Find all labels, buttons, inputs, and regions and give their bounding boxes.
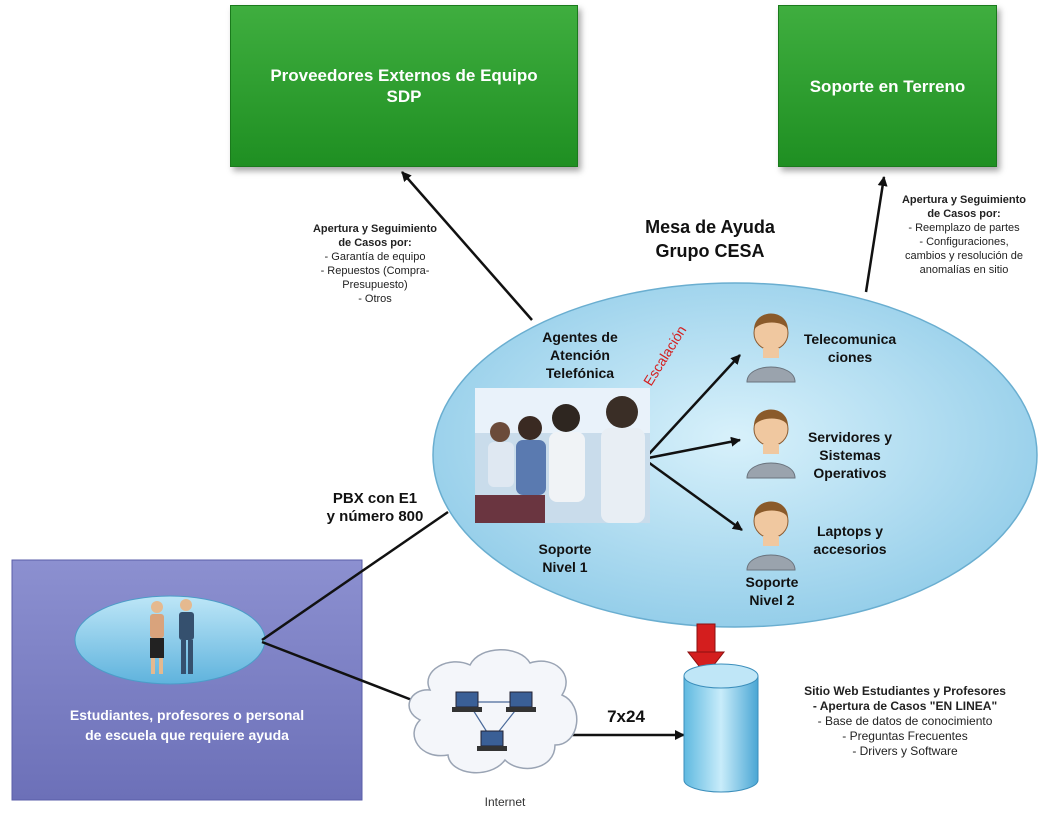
internet-line (261, 640, 413, 702)
field-support-title: Soporte en Terreno (809, 76, 966, 96)
servers-person-icon (746, 409, 796, 479)
website-online-cases: - Apertura de Casos "EN LINEA" (812, 699, 998, 713)
support-level1-label: Soporte Nivel 1 (510, 540, 620, 576)
telecom-line1: Telecomunica (803, 331, 897, 347)
support-level2-line2: Nivel 2 (749, 592, 795, 608)
vendor-note-heading2: de Casos por: (338, 237, 412, 249)
website-item-knowledge-base: - Base de datos de conocimiento (817, 714, 993, 728)
servers-label: Servidores y Sistemas Operativos (795, 428, 905, 482)
servers-line2: Sistemas (819, 447, 881, 463)
website-note: Sitio Web Estudiantes y Profesores - Ape… (770, 684, 1040, 759)
help-desk-title: Mesa de Ayuda Grupo CESA (610, 215, 810, 263)
laptops-line2: accesorios (813, 541, 887, 557)
field-note-item1: - Reemplazo de partes (908, 222, 1020, 234)
phone-agents-photo (475, 388, 650, 523)
field-note-heading2: de Casos por: (927, 208, 1001, 220)
help-desk-ellipse (432, 282, 1038, 628)
support-level2-label: Soporte Nivel 2 (727, 573, 817, 609)
phone-agents-line3: Telefónica (545, 365, 615, 381)
availability-label: 7x24 (607, 707, 645, 726)
phone-agents-line1: Agentes de (542, 329, 618, 345)
phone-agents-line2: Atención (550, 347, 610, 363)
support-level1-line1: Soporte (538, 541, 592, 557)
website-title: Sitio Web Estudiantes y Profesores (804, 684, 1006, 698)
pbx-line (261, 510, 449, 642)
field-cases-note: Apertura y Seguimiento de Casos por: - R… (880, 193, 1048, 277)
vendor-note-item1: - Garantía de equipo (324, 251, 426, 263)
field-note-item2b: cambios y resolución de (904, 250, 1023, 262)
website-database-icon (683, 663, 759, 793)
servers-line1: Servidores y (807, 429, 893, 445)
help-desk-title-line2: Grupo CESA (655, 241, 765, 261)
vendors-title: Proveedores Externos de Equipo (270, 66, 538, 85)
field-support-box: Soporte en Terreno (778, 5, 997, 167)
students-label: Estudiantes, profesores o personal de es… (12, 705, 362, 745)
students-line2: de escuela que requiere ayuda (85, 727, 289, 743)
telecom-person-icon (746, 313, 796, 383)
website-item-faq: - Preguntas Frecuentes (842, 729, 968, 743)
vendor-note-heading1: Apertura y Seguimiento (312, 223, 438, 235)
red-arrow-to-website (686, 623, 726, 676)
vendor-note-item2a: - Repuestos (Compra- (320, 265, 430, 277)
telecom-line2: ciones (827, 349, 873, 365)
escalation-arrow-telecom (647, 354, 741, 456)
vendor-cases-note: Apertura y Seguimiento de Casos por: - G… (280, 222, 470, 306)
field-note-item2a: - Configuraciones, (919, 236, 1009, 248)
escalation-arrow-laptops (647, 460, 743, 532)
students-line1: Estudiantes, profesores o personal (69, 707, 305, 723)
vendors-box: Proveedores Externos de Equipo SDP (230, 5, 578, 167)
pbx-label: PBX con E1 y número 800 (300, 490, 450, 526)
arrow-to-vendors (401, 171, 533, 321)
vendor-note-item2b: Presupuesto) (342, 279, 408, 291)
laptops-line1: Laptops y (816, 523, 884, 539)
pbx-line1: PBX con E1 (332, 490, 418, 507)
support-level1-line2: Nivel 1 (542, 559, 588, 575)
vendor-note-item3: - Otros (358, 293, 392, 305)
pbx-line2: y número 800 (326, 508, 424, 525)
website-item-drivers: - Drivers y Software (852, 744, 958, 758)
vendors-subtitle: SDP (386, 87, 422, 106)
field-note-item2c: anomalías en sitio (919, 264, 1009, 276)
students-ellipse (74, 595, 266, 685)
field-note-heading1: Apertura y Seguimiento (901, 194, 1027, 206)
phone-agents-label: Agentes de Atención Telefónica (510, 328, 650, 382)
support-level2-line1: Soporte (745, 574, 799, 590)
laptops-person-icon (746, 501, 796, 571)
arrow-to-field-support (864, 176, 888, 293)
laptops-label: Laptops y accesorios (790, 522, 910, 558)
help-desk-title-line1: Mesa de Ayuda (645, 217, 775, 237)
internet-label: Internet (484, 795, 526, 809)
servers-line3: Operativos (813, 465, 887, 481)
student-people-icon (150, 599, 194, 674)
escalation-arrow-servers (647, 436, 741, 460)
telecom-label: Telecomunica ciones (790, 330, 910, 366)
internet-cloud-icon (408, 649, 578, 774)
